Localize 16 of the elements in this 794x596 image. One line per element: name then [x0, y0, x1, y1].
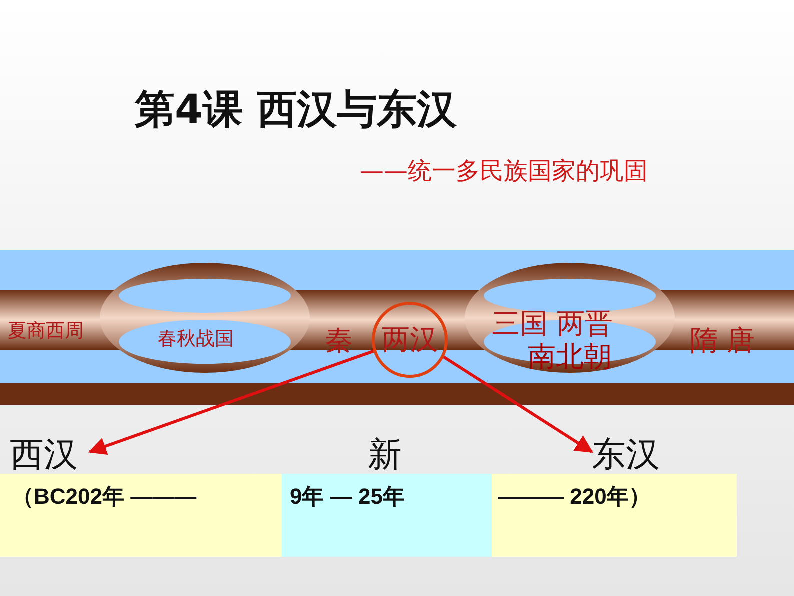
subtitle: ——统一多民族国家的巩固 — [360, 156, 648, 187]
highlight-circle: 两汉 — [372, 302, 448, 378]
year-range-box: ——— 220年） — [492, 474, 737, 557]
arrow — [88, 350, 374, 456]
dynasty-label: 新 — [368, 434, 402, 477]
period-label: 秦 — [325, 323, 353, 359]
arrow — [443, 356, 594, 454]
slide-title: 第4课 西汉与东汉 — [135, 86, 457, 135]
dynasty-label: 东汉 — [592, 432, 672, 472]
dynasty-label: 西汉 — [10, 432, 90, 472]
year-range-box: （BC202年 ——— — [0, 474, 282, 557]
period-label: 隋 唐 — [690, 323, 755, 359]
period-label: 三国 两晋 — [492, 306, 613, 342]
period-label: 夏商西周 — [8, 319, 84, 344]
period-label: 春秋战国 — [158, 327, 234, 352]
year-range-box: 9年 — 25年 — [282, 474, 492, 557]
